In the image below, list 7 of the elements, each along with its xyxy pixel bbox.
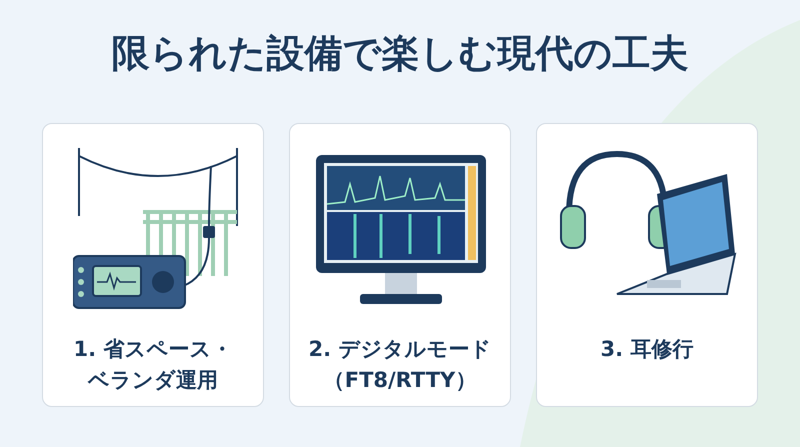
card — [42, 123, 264, 407]
card-label: 1. 省スペース・ベランダ運用 — [72, 336, 234, 394]
card — [536, 123, 758, 407]
card-label: 3. 耳修行 — [600, 336, 694, 363]
title: 限られた設備で楽しむ現代の工夫 — [110, 30, 690, 77]
card-label: 2. デジタルモード（FT8/RTTY） — [308, 336, 492, 394]
card — [289, 123, 511, 407]
